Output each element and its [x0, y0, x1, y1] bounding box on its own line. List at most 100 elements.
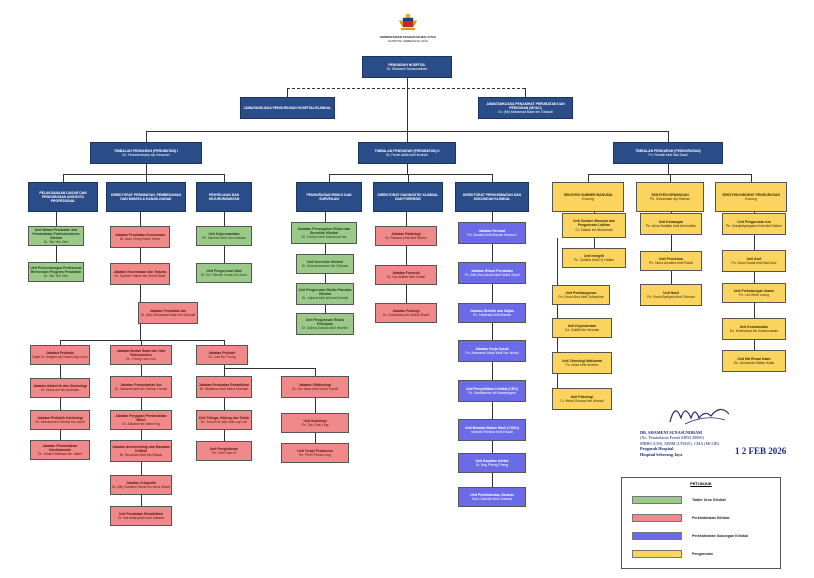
connector [329, 174, 492, 175]
connector [407, 164, 408, 174]
unit-box-39-name: Noor Zamalin binti Zakaria [472, 497, 512, 501]
unit-box-32-name: Pn. Noraini binti Ahmad Haramzi [467, 233, 517, 237]
unit-box-44-name: Pn. Ariza binti Ibrahim [565, 363, 599, 367]
division-box-7-name: Kosong [582, 197, 594, 201]
unit-box-51-title: Unit Perhubungan Awam [733, 288, 775, 293]
unit-box-4-name: Dr. Syaheir Hakim bin Mohd Nasir [114, 274, 166, 278]
unit-box-36-name: Dr. Karuliannee a/l Narasingam [468, 391, 516, 395]
unit-box-47-title: Unit Perolehan [659, 256, 683, 261]
unit-box-41-title: Unit Integriti [584, 253, 604, 258]
unit-box-49-name: Pn. Nurqistiyastyana binti Abd Rahim [726, 224, 782, 228]
unit-box-26-name: Dr. Kamarulzaman bin Othman [301, 264, 349, 268]
unit-box-3-title: Jabatan Perubatan Kecemasan [114, 232, 166, 237]
unit-box-38-name: Dr. Ang Pheng Pheng [475, 463, 509, 467]
unit-box-44-title: Unit Teknologi Maklumat [562, 358, 602, 363]
division-box-6-title: DIREKTORAT PERKHIDMATAN DAN SOKONGAN KLI… [462, 192, 522, 201]
legend-swatch [632, 550, 682, 558]
unit-box-14-name: Dr. (Mr) Suhaimi Omar bin Idrus Sharif [112, 485, 170, 489]
connector [668, 164, 669, 174]
connector [525, 88, 526, 97]
committee-left-box-title: JAWATANKUASA PENGURUSAN HOSPITAL/KLINIKA… [243, 105, 332, 110]
connector [146, 131, 147, 142]
unit-box-41-name: Pn. Zulaiha binti Hj. Hafidz [574, 258, 614, 262]
connector [557, 238, 558, 388]
unit-box-20-title: Unit Telinga, Hidung dan Tekak [199, 415, 249, 420]
connector [754, 212, 755, 350]
unit-box-18-name: Dr. Low Ee Thong [208, 355, 236, 359]
unit-box-31-title: Jabatan Patologi [392, 308, 420, 313]
unit-box-26-title: Unit Surveilan Klinikal [307, 259, 343, 264]
unit-box-40-name: Cr. Zakiah bin Muhamad [575, 227, 613, 232]
unit-box-19-name: Dr. Mustikan binti Mohd Norman [199, 387, 249, 391]
unit-box-24-title: Unit Terapi Pertuturan [297, 448, 333, 453]
deputy-3-box-name: Pn. Ruhaili binti Mat Saad [648, 153, 688, 157]
unit-box-27-title: Unit Pengurusan Risiko Pasukan Klinikal [298, 287, 352, 296]
legend-swatch [632, 496, 682, 504]
unit-box-42-name: Pn. Nurul Aina binti Zulkepline [558, 295, 604, 299]
unit-box-53-name: En. Mohamad Afifian Ishak [733, 361, 775, 365]
division-box-3: PENYELIAAN DAN KEJURURAWATAN [196, 182, 252, 212]
connector [224, 368, 315, 369]
committee-right-box-title: JAWATANKUASA PENASIHAT PERUBATAN DAN PER… [486, 101, 565, 110]
division-box-7-title: SEKSYEN SUMBER MANUSIA [563, 192, 613, 197]
unit-box-10-name: Dr. Chong Lian Chu [126, 357, 156, 362]
unit-box-29-name: Dr. Rozana binti Abd Rahim [385, 236, 427, 240]
unit-box-15-name: Dr. Nurul'ashyifah binti Zakaria [117, 516, 165, 520]
stamp-line-5: Hospital Seberang Jaya [640, 451, 683, 457]
connector [588, 174, 589, 182]
unit-box-30-title: Jabatan Forensik [392, 270, 420, 275]
unit-box-51-name: Pn. Lim Mole Lueng [738, 293, 770, 297]
connector [140, 212, 141, 302]
unit-box-15-title: Unit Perubatan Rehabilitasi [118, 511, 164, 516]
unit-box-40: Unit Sumber Manusia dan Pengurusan Latih… [562, 213, 626, 238]
unit-box-47-name: Pn. Nurul Amalina binti Ramli [649, 261, 693, 265]
connector [63, 174, 64, 182]
legend-title: PETUNJUK [690, 481, 712, 486]
stamp-line-2: (No. Pendaftaran Penuh MPM 28000) [640, 435, 704, 441]
malaysia-coat-of-arms-icon [399, 13, 417, 30]
unit-box-33-title: Jabatan Rekod Perubatan [471, 268, 513, 273]
unit-box-22-title: Jabatan Oftalmologi [298, 382, 332, 387]
division-box-1-title: PELAKSANAAN DASAR DAN PENGURUSAN ANGGOTA… [39, 190, 87, 204]
unit-box-2: Unit Perkembangan Profesional Berterusan… [28, 262, 84, 282]
stamp-line-3: MBBS (UM), MMM (UNSW), CMA (MCOR) [640, 440, 720, 446]
signature-stamp: DR. SHAMENI SUNASUNDRAM (No. Pendaftaran… [640, 430, 740, 457]
agency-header: KEMENTERIAN KESIHATAN MALAYSIA HOSPITAL … [360, 35, 456, 44]
agency-line-1: KEMENTERIAN KESIHATAN MALAYSIA [379, 35, 437, 39]
division-box-3-title: PENYELIAAN DAN KEJURURAWATAN [208, 192, 240, 201]
division-box-2-title: DIREKTORAT PERUBATAN, PEMBEDAHAN DAN WAN… [111, 192, 181, 201]
unit-box-9-name: Dr. Johan Ridhwan bin Jalani [38, 452, 82, 457]
connector [329, 174, 330, 182]
deputy-3-box: TIMBALAN PENGARAH (PENGURUSAN)Pn. Ruhail… [613, 142, 723, 164]
unit-box-13-title: Jabatan Anestesiologi dan Rawatan Kritik… [112, 444, 170, 453]
connector [670, 174, 671, 182]
unit-box-16-title: Unit Kejururawatan [208, 231, 240, 236]
unit-box-35-name: Pn. Ammanat Alzah binti Nor Ismail [465, 351, 519, 355]
unit-box-1: Unit Bahan Perubatan dan Pemantauan Prof… [28, 226, 84, 246]
legend-label: Perkhidmatan Klinikal [692, 516, 730, 520]
connector [60, 340, 224, 341]
unit-box-25-name: Dr. Farhan binti Mohamad Isa [301, 235, 347, 240]
unit-box-19-title: Jabatan Perubatan Rehabilitasi [198, 382, 250, 387]
unit-box-38-title: Unit Kawalan Infeksi [475, 458, 509, 463]
deputy-2-box-title: TIMBALAN PENGARAH (PERUBATAN) II [374, 148, 440, 153]
unit-box-45-title: Unit Psikologi [570, 394, 594, 399]
unit-box-32-title: Jabatan Farmasi [478, 228, 506, 233]
